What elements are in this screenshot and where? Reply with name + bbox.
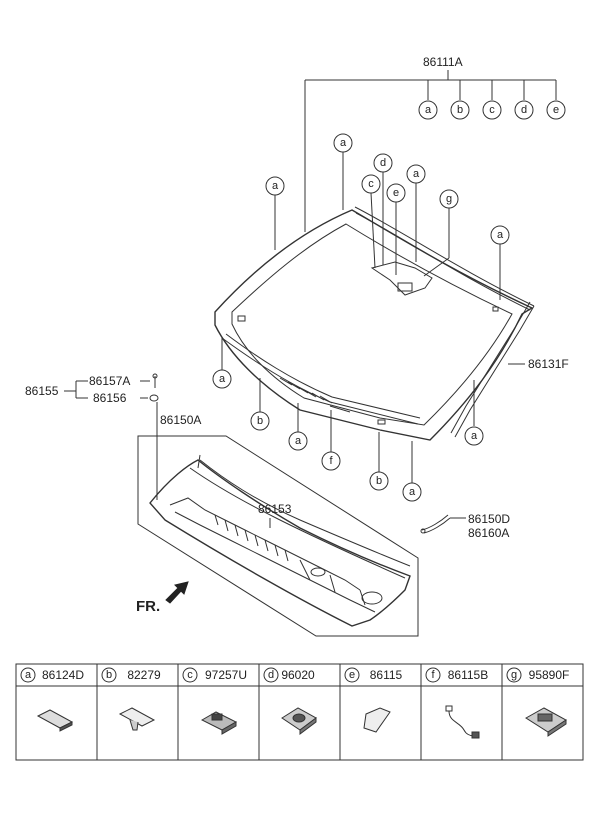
cowl-inner-part-number: 86153 xyxy=(258,502,292,516)
circle-label: d xyxy=(521,104,527,116)
callout-circle-c[interactable]: c xyxy=(482,100,502,120)
bracket-icon xyxy=(200,711,238,735)
callout-circle-a[interactable]: a xyxy=(406,164,426,184)
cowl-panel-part-number: 86150A xyxy=(160,413,201,427)
circle-label: c xyxy=(489,104,495,116)
circle-label: a xyxy=(413,168,420,180)
circle-label: a xyxy=(219,373,226,385)
circle-label: a xyxy=(497,229,504,241)
clip-group-part-number: 86155 xyxy=(25,384,59,398)
clip-icon xyxy=(118,707,156,731)
callout-circle-a[interactable]: a xyxy=(288,431,308,451)
callout-circle-g[interactable]: g xyxy=(439,189,459,209)
pad-icon xyxy=(363,707,391,733)
camera-bracket-icon xyxy=(525,707,567,737)
callout-circle-f[interactable]: f xyxy=(321,451,341,471)
circle-label: g xyxy=(446,193,452,205)
legend-part-number: 86115 xyxy=(370,668,403,682)
callout-circle-a[interactable]: a xyxy=(464,426,484,446)
callout-circle-b[interactable]: b xyxy=(369,471,389,491)
circle-label: a xyxy=(409,486,416,498)
cowl-panel[interactable] xyxy=(149,454,411,627)
callout-circle-d[interactable]: d xyxy=(373,153,393,173)
callout-circle-a[interactable]: a xyxy=(333,133,353,153)
callout-circle-b[interactable]: b xyxy=(450,100,470,120)
cowl-panel-callout[interactable]: 86150A xyxy=(137,402,419,637)
legend-letter: d xyxy=(268,669,274,681)
callout-circle-a[interactable]: a xyxy=(490,225,510,245)
circle-label: c xyxy=(368,178,374,190)
front-arrow-icon xyxy=(165,581,189,604)
legend-letter: a xyxy=(25,669,32,681)
legend-letter: b xyxy=(106,669,112,681)
callout-circle-a[interactable]: a xyxy=(212,369,232,389)
wire-harness-icon xyxy=(445,705,480,739)
clip-group-callout[interactable]: 86155 86157A 86156 xyxy=(25,373,159,405)
circle-label: a xyxy=(295,435,302,447)
circle-label: b xyxy=(257,415,263,427)
circle-label: b xyxy=(457,104,463,116)
callout-circle-d[interactable]: d xyxy=(514,100,534,120)
callout-circle-a[interactable]: a xyxy=(418,100,438,120)
rubber-strip-icon xyxy=(36,709,74,732)
clip-a-part-number: 86157A xyxy=(89,374,130,388)
circle-label: d xyxy=(380,157,386,169)
callout-circle-e[interactable]: e xyxy=(546,100,566,120)
callout-circle-a[interactable]: a xyxy=(265,176,285,196)
legend-letter: e xyxy=(349,669,355,681)
side-moulding[interactable]: 86131F xyxy=(450,301,569,438)
legend-cell-a[interactable]: a 86124D xyxy=(20,667,84,732)
circle-label: a xyxy=(471,430,478,442)
callout-circle-e[interactable]: e xyxy=(386,183,406,203)
cowl-inner-callout[interactable]: 86153 xyxy=(258,502,292,528)
glass-assy-part-number: 86111A xyxy=(423,55,463,69)
hose-callout[interactable]: 86150D 86160A xyxy=(420,512,510,540)
callout-circle-a[interactable]: a xyxy=(402,482,422,502)
front-label: FR. xyxy=(136,598,160,615)
circle-label: a xyxy=(272,180,279,192)
circle-label: e xyxy=(553,104,559,116)
circle-label: b xyxy=(376,475,382,487)
moulding-part-number: 86131F xyxy=(528,357,569,371)
legend-part-number: 97257U xyxy=(205,668,247,682)
legend-cell-f[interactable]: f 86115B xyxy=(425,667,488,739)
legend-cell-c[interactable]: c 97257U xyxy=(182,667,247,735)
front-direction-indicator: FR. xyxy=(136,581,189,615)
circle-label: e xyxy=(393,187,399,199)
legend-part-number: 86124D xyxy=(42,668,84,682)
circle-label: f xyxy=(329,455,333,467)
legend-letter: c xyxy=(187,669,193,681)
callout-circle-c[interactable]: c xyxy=(361,174,381,194)
sensor-mount-icon xyxy=(281,707,317,735)
legend-table xyxy=(15,663,584,761)
windshield-glass[interactable] xyxy=(214,206,535,441)
hose-rh-part-number: 86160A xyxy=(468,526,509,540)
legend-cell-e[interactable]: e 86115 xyxy=(344,667,403,733)
legend-cell-d[interactable]: d 96020 xyxy=(263,667,317,735)
legend-part-number: 86115B xyxy=(448,668,488,682)
legend-cell-g[interactable]: g 95890F xyxy=(506,667,570,737)
glass-assy-callout[interactable]: 86111A xyxy=(304,55,557,232)
circle-label: a xyxy=(340,137,347,149)
callout-circle-b[interactable]: b xyxy=(250,411,270,431)
legend-letter: f xyxy=(431,669,435,681)
legend-part-number: 96020 xyxy=(281,668,315,682)
legend-cell-b[interactable]: b 82279 xyxy=(101,667,161,731)
legend-letter: g xyxy=(511,669,517,681)
hose-lh-part-number: 86150D xyxy=(468,512,510,526)
legend-part-number: 82279 xyxy=(127,668,161,682)
circle-label: a xyxy=(425,104,432,116)
legend-part-number: 95890F xyxy=(529,668,570,682)
clip-b-part-number: 86156 xyxy=(93,391,127,405)
